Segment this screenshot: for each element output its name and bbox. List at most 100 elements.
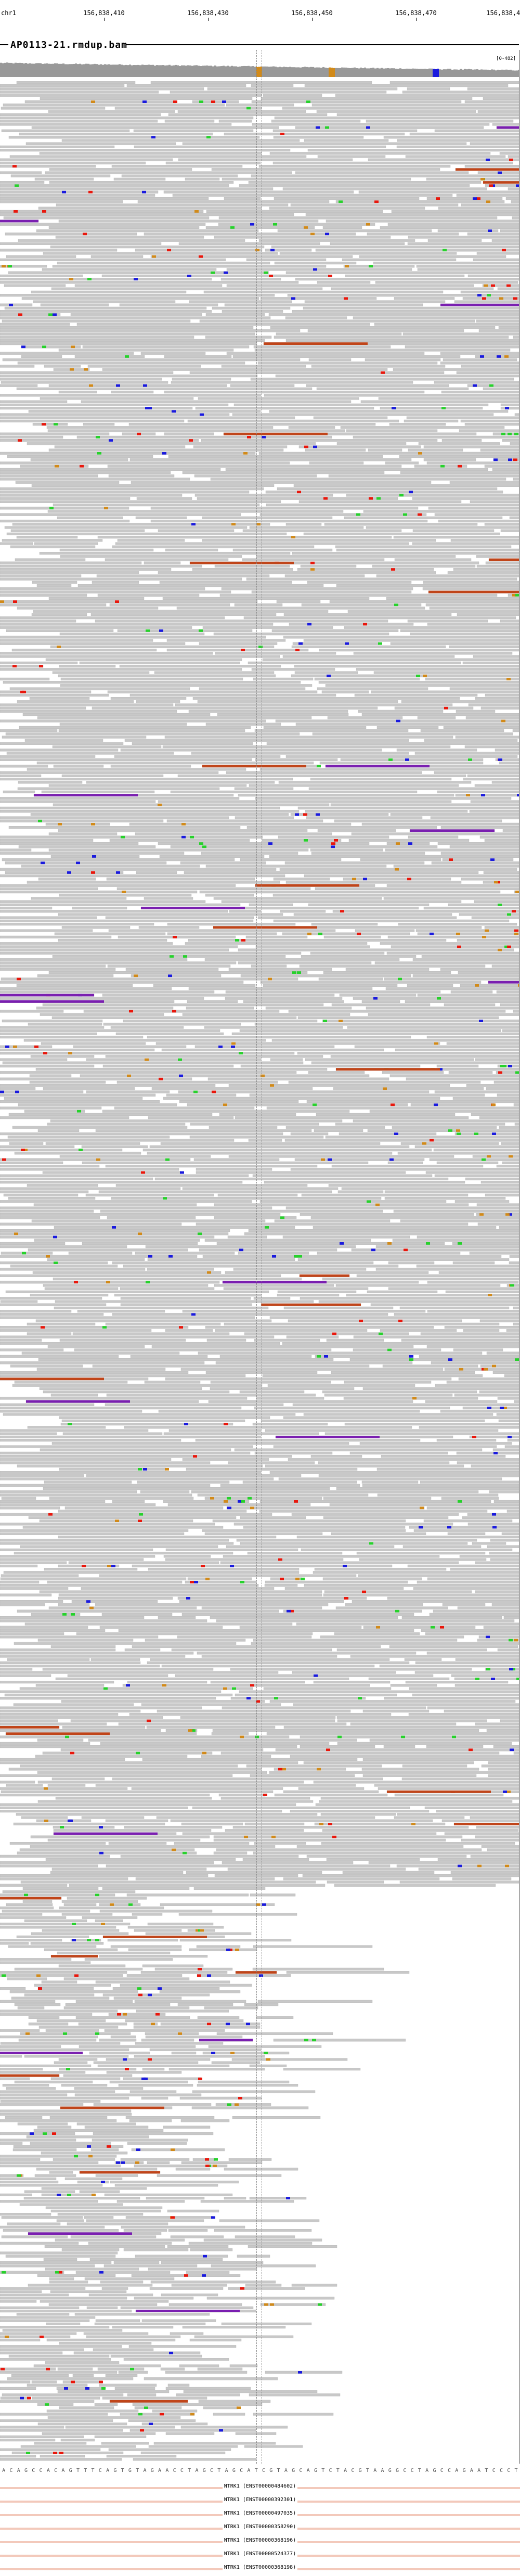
aligned-read[interactable]	[347, 610, 519, 613]
aligned-read[interactable]	[362, 1774, 477, 1778]
aligned-read[interactable]	[404, 1658, 442, 1661]
aligned-read[interactable]	[0, 2139, 76, 2142]
aligned-read[interactable]	[38, 207, 262, 210]
aligned-read[interactable]	[1, 381, 168, 384]
aligned-read[interactable]	[46, 426, 274, 429]
aligned-read[interactable]	[44, 2245, 165, 2248]
aligned-read[interactable]	[151, 1345, 414, 1348]
aligned-read[interactable]	[251, 100, 462, 104]
aligned-read[interactable]	[0, 1300, 38, 1303]
aligned-read[interactable]	[79, 661, 240, 665]
aligned-read[interactable]	[355, 929, 415, 932]
aligned-read[interactable]	[178, 158, 353, 161]
aligned-read[interactable]	[393, 865, 519, 868]
aligned-read[interactable]	[254, 1451, 333, 1455]
aligned-read[interactable]	[274, 1768, 346, 1771]
aligned-read[interactable]	[3, 2229, 119, 2232]
aligned-read[interactable]	[198, 2400, 271, 2403]
aligned-read[interactable]	[153, 984, 256, 987]
aligned-read[interactable]	[0, 2071, 86, 2074]
aligned-read[interactable]	[0, 1696, 216, 1700]
aligned-read[interactable]	[144, 233, 356, 236]
aligned-read[interactable]	[394, 1313, 519, 1316]
aligned-read[interactable]	[48, 597, 145, 600]
aligned-read[interactable]	[81, 1145, 148, 1149]
aligned-read[interactable]	[177, 1635, 312, 1639]
aligned-read[interactable]	[466, 1084, 519, 1087]
aligned-read[interactable]	[41, 1980, 77, 1983]
aligned-read[interactable]	[9, 1142, 44, 1145]
aligned-read[interactable]	[313, 416, 388, 419]
aligned-read[interactable]	[172, 194, 453, 197]
aligned-read[interactable]	[0, 1132, 283, 1136]
aligned-read[interactable]	[109, 2080, 188, 2084]
aligned-read[interactable]	[30, 458, 128, 461]
aligned-read[interactable]	[249, 2196, 307, 2200]
aligned-read[interactable]	[163, 1432, 319, 1435]
aligned-read[interactable]	[495, 749, 519, 752]
aligned-read[interactable]	[128, 2419, 196, 2423]
aligned-read[interactable]	[400, 629, 519, 633]
aligned-read[interactable]	[220, 278, 281, 281]
aligned-read[interactable]	[205, 313, 265, 316]
aligned-read[interactable]	[188, 938, 447, 942]
aligned-read[interactable]	[53, 2158, 115, 2161]
aligned-read[interactable]	[125, 2019, 244, 2023]
aligned-read[interactable]	[249, 526, 364, 529]
aligned-read[interactable]	[0, 1906, 54, 1910]
aligned-read[interactable]	[222, 177, 411, 181]
aligned-read[interactable]	[0, 2090, 115, 2093]
aligned-read[interactable]	[191, 2106, 309, 2109]
aligned-read[interactable]	[38, 878, 96, 881]
aligned-read[interactable]	[456, 194, 519, 197]
aligned-read[interactable]	[182, 471, 385, 474]
aligned-read[interactable]	[0, 1309, 72, 1313]
aligned-read[interactable]	[86, 1058, 262, 1061]
aligned-read[interactable]	[282, 187, 487, 190]
aligned-read[interactable]	[350, 1722, 457, 1725]
aligned-read[interactable]	[124, 1825, 223, 1829]
aligned-read[interactable]	[0, 2413, 108, 2416]
aligned-read[interactable]	[30, 1055, 95, 1058]
aligned-read[interactable]	[406, 416, 519, 419]
aligned-read[interactable]	[202, 1529, 406, 1532]
aligned-read[interactable]	[45, 171, 292, 174]
aligned-read[interactable]	[132, 1564, 393, 1568]
aligned-read[interactable]	[385, 987, 519, 990]
aligned-read[interactable]	[197, 497, 398, 500]
aligned-read[interactable]	[414, 1671, 519, 1674]
aligned-read[interactable]	[2, 539, 103, 542]
aligned-read[interactable]	[427, 1309, 519, 1313]
aligned-read[interactable]	[18, 239, 245, 242]
aligned-read[interactable]	[16, 536, 78, 539]
aligned-read[interactable]	[58, 1510, 247, 1513]
aligned-read[interactable]	[257, 362, 438, 365]
aligned-read[interactable]	[353, 652, 513, 655]
aligned-read[interactable]	[210, 478, 506, 481]
aligned-read[interactable]	[192, 1806, 410, 1810]
aligned-read[interactable]	[308, 358, 352, 362]
aligned-read[interactable]	[0, 755, 96, 758]
aligned-read[interactable]	[445, 1290, 519, 1294]
aligned-read[interactable]	[0, 478, 190, 481]
aligned-read[interactable]	[476, 555, 519, 558]
aligned-read[interactable]	[63, 2006, 190, 2010]
aligned-read[interactable]	[428, 507, 519, 510]
aligned-read[interactable]	[0, 1242, 66, 1245]
aligned-read[interactable]	[344, 1381, 432, 1384]
aligned-read[interactable]	[423, 1519, 513, 1523]
aligned-read[interactable]	[244, 1232, 519, 1235]
aligned-read[interactable]	[27, 1322, 96, 1326]
aligned-read[interactable]	[295, 723, 519, 726]
aligned-read[interactable]	[2, 1910, 90, 1913]
aligned-read[interactable]	[101, 2287, 128, 2290]
aligned-read[interactable]	[146, 1725, 276, 1729]
aligned-read[interactable]	[475, 1058, 519, 1061]
aligned-read[interactable]	[320, 1797, 519, 1800]
aligned-read[interactable]	[265, 1007, 352, 1010]
aligned-read[interactable]	[426, 197, 503, 200]
aligned-read[interactable]	[336, 548, 519, 552]
aligned-read[interactable]	[457, 1461, 519, 1464]
aligned-read[interactable]	[107, 1938, 178, 1942]
aligned-read[interactable]	[0, 2010, 118, 2013]
